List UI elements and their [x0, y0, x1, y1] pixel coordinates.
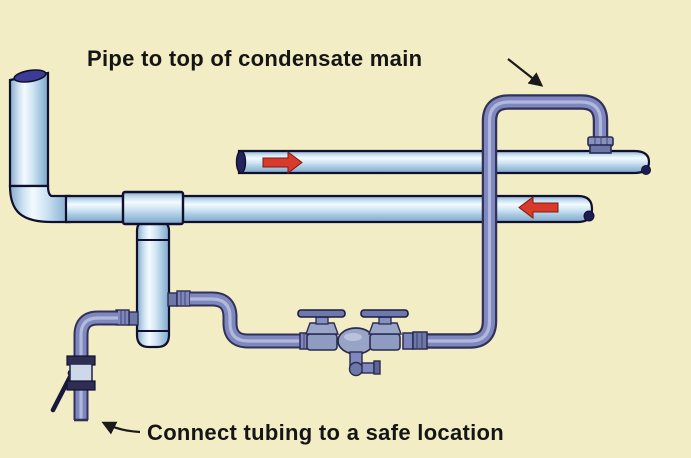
tubing-drip-to-manifold: [190, 291, 305, 349]
valve-handwheel: [297, 309, 346, 318]
bottom-annotation-label: Connect tubing to a safe location: [147, 420, 505, 445]
elbow-fitting: [8, 184, 72, 224]
gooseneck-tube: [427, 94, 609, 349]
pipe-end-drip: [583, 210, 595, 222]
leader-arrow-top: [507, 58, 544, 87]
manifold-right-coupling: [402, 331, 428, 350]
drip-leg-right-fitting: [167, 290, 191, 307]
tubing-blowdown: [73, 310, 118, 422]
isolation-valve-left: [297, 309, 346, 351]
pipe-coupling: [587, 136, 614, 154]
top-annotation-label: Pipe to top of condensate main: [87, 46, 423, 71]
isolation-valve-right: [360, 309, 409, 351]
broken-pipe-end: [13, 69, 47, 83]
pipe-end-drip: [641, 165, 651, 175]
drip-leg-left-fitting: [115, 309, 139, 326]
drip-leg: [115, 219, 191, 349]
lower-condensate-main: [64, 194, 595, 224]
open-pipe-end: [235, 150, 247, 174]
flow-arrow-left-icon: [518, 196, 559, 219]
tee-fitting: [121, 190, 185, 226]
valve-manifold: [297, 309, 428, 377]
blowdown-valve: [50, 355, 96, 413]
riser-pipe: [8, 69, 72, 224]
leader-arrow-bottom: [101, 421, 141, 435]
drain-valve: [348, 351, 381, 377]
flow-arrow-right-icon: [262, 151, 303, 174]
valve-handwheel: [360, 309, 409, 318]
upper-condensate-main: [235, 149, 651, 175]
valve-lever-handle: [50, 372, 74, 413]
